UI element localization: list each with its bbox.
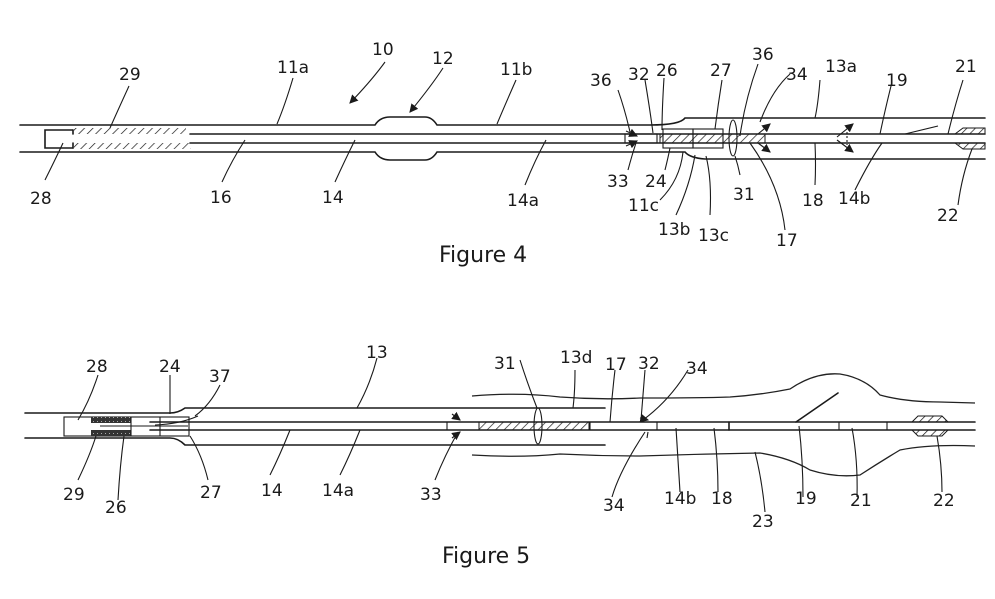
vessel-wall-top — [471, 373, 976, 404]
label: 27 — [710, 61, 732, 81]
arrow-up-19 — [836, 123, 854, 138]
seal-31 — [728, 119, 738, 157]
arrow-34-bottom — [646, 431, 649, 439]
label: 33 — [420, 485, 442, 505]
label: 31 — [733, 185, 755, 205]
label: 13 — [366, 343, 388, 363]
label: 14 — [261, 481, 283, 501]
label: 34 — [686, 359, 708, 379]
label: 22 — [933, 491, 955, 511]
label: 17 — [776, 231, 798, 251]
figure-5-leaders — [77, 357, 943, 513]
label: 23 — [752, 512, 774, 532]
label: 13c — [698, 226, 729, 246]
label: 13a — [825, 57, 857, 77]
tip-22-bottom — [910, 429, 950, 437]
label: 24 — [645, 172, 667, 192]
label: 13d — [560, 348, 592, 368]
wire-37 — [154, 415, 199, 426]
tip-22-top — [953, 127, 986, 135]
hub-28 — [44, 129, 74, 149]
label: 28 — [30, 189, 52, 209]
label: 17 — [605, 355, 627, 375]
label: 14b — [838, 189, 870, 209]
label: 32 — [628, 65, 650, 85]
label: 31 — [494, 354, 516, 374]
label: 21 — [850, 491, 872, 511]
segment-36 — [624, 133, 658, 144]
figure-5-caption: Figure 5 — [442, 544, 530, 569]
arrow-34-up — [757, 123, 771, 135]
label: 12 — [432, 49, 454, 69]
outer-tube-top-wall — [19, 116, 986, 126]
label: 32 — [638, 354, 660, 374]
label: 16 — [210, 188, 232, 208]
label: 27 — [200, 483, 222, 503]
label: 19 — [795, 489, 817, 509]
label: 14b — [664, 489, 696, 509]
label: 22 — [937, 206, 959, 226]
label: 29 — [63, 485, 85, 505]
arrow-down-19 — [836, 139, 854, 153]
branch-19 — [795, 392, 839, 423]
figure-5 — [24, 373, 976, 477]
label: 18 — [802, 191, 824, 211]
label: 26 — [656, 61, 678, 81]
label: 13b — [658, 220, 690, 240]
figure-4-caption: Figure 4 — [439, 243, 527, 268]
label: 11a — [277, 58, 309, 78]
outer-tube-13-top — [24, 407, 606, 414]
label: 14 — [322, 188, 344, 208]
label: 21 — [955, 57, 977, 77]
label: 14a — [322, 481, 354, 501]
figure-4-leaders — [44, 61, 973, 231]
label: 11c — [628, 196, 659, 216]
label: 36 — [590, 71, 612, 91]
arrow-33-top — [451, 411, 461, 421]
tip-22-top — [910, 415, 950, 423]
label: 34 — [786, 65, 808, 85]
label: 28 — [86, 357, 108, 377]
label: 37 — [209, 367, 231, 387]
figure-5-labels: 28 24 37 13 31 13d 17 32 34 29 26 27 14 … — [63, 343, 955, 569]
tip-22-bottom — [953, 142, 986, 150]
seal-31 — [533, 407, 543, 445]
label: 19 — [886, 71, 908, 91]
coil-29 — [74, 128, 191, 149]
outer-tube-bottom-wall — [19, 151, 986, 161]
label: 18 — [711, 489, 733, 509]
label: 10 — [372, 40, 394, 60]
label: 14a — [507, 191, 539, 211]
label: 11b — [500, 60, 532, 80]
arrow-34-down — [757, 142, 771, 153]
label: 29 — [119, 65, 141, 85]
arrow-33 — [625, 140, 639, 149]
hatched-core-17 — [659, 133, 766, 144]
sleeve-27 — [692, 128, 724, 149]
label: 36 — [752, 45, 774, 65]
arrow-36 — [625, 128, 639, 137]
label: 33 — [607, 172, 629, 192]
guidewire-21 — [904, 125, 939, 135]
vessel-wall-bottom — [471, 444, 976, 477]
figure-4 — [19, 116, 986, 161]
outer-tube-13-bottom — [24, 437, 606, 446]
label: 26 — [105, 498, 127, 518]
label: 34 — [603, 496, 625, 516]
label: 24 — [159, 357, 181, 377]
figure-4-labels: 10 12 11a 11b 29 28 16 14 14a 36 32 26 2… — [30, 40, 977, 268]
coil-26-29 — [91, 417, 131, 436]
